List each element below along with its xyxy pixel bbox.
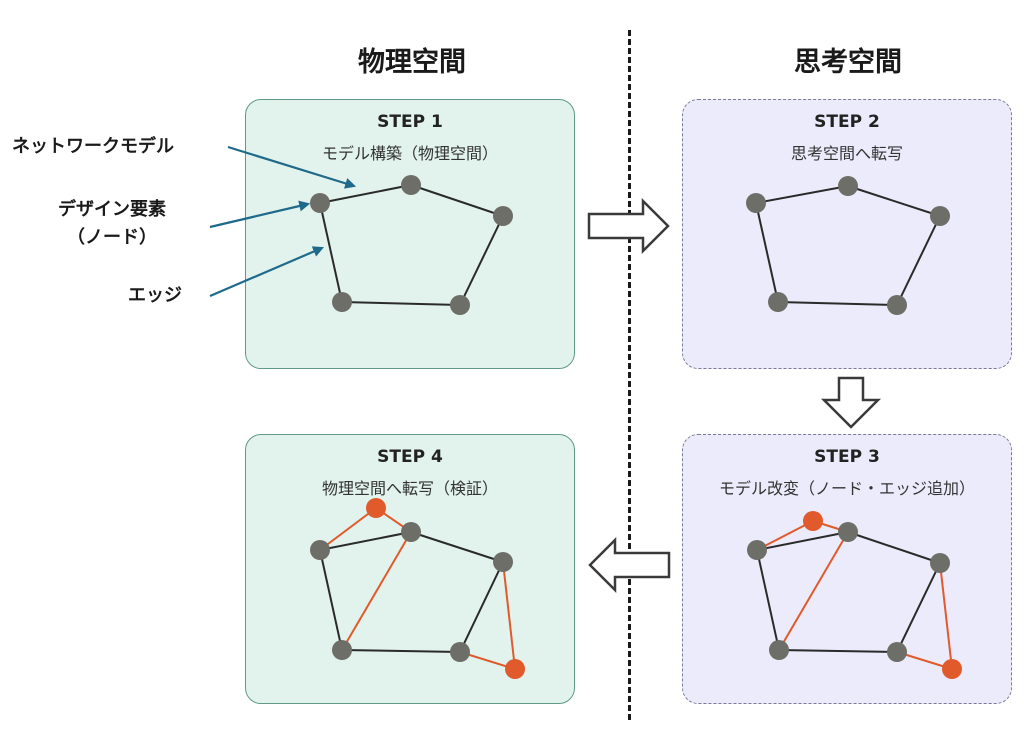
- step4-added-edge-A-F: [319, 507, 377, 551]
- step1-node-E: [450, 295, 470, 315]
- step3-node-B: [838, 522, 858, 542]
- step2-edge-A-B: [755, 185, 849, 204]
- step2-panel: STEP 2 思考空間へ転写: [682, 99, 1012, 369]
- step3-panel: STEP 3 モデル改変（ノード・エッジ追加）: [682, 434, 1012, 704]
- step4-edge-C-E: [459, 561, 504, 653]
- step4-edge-D-A: [319, 549, 343, 651]
- step3-edge-C-E: [896, 562, 941, 653]
- step4-node-C: [493, 552, 513, 572]
- step1-node-C: [493, 206, 513, 226]
- step4-panel: STEP 4 物理空間へ転写（検証）: [245, 434, 575, 704]
- step3-added-edge-B-D: [778, 531, 849, 651]
- callout-arrow-node: [209, 200, 311, 229]
- step1-title: STEP 1: [377, 112, 443, 132]
- step4-added-node-F: [366, 498, 386, 518]
- step1-edge-A-B: [319, 184, 412, 204]
- step3-description: モデル改変（ノード・エッジ追加）: [718, 479, 975, 498]
- step1-panel: STEP 1 モデル構築（物理空間）: [245, 99, 575, 369]
- step4-added-node-G: [505, 659, 525, 679]
- step3-added-node-G: [942, 659, 962, 679]
- step4-node-A: [310, 540, 330, 560]
- callout-network-model: ネットワークモデル: [12, 136, 174, 157]
- step3-node-E: [887, 642, 907, 662]
- step3-edge-E-D: [778, 649, 898, 653]
- callout-design-element-line1: デザイン要素: [58, 199, 166, 220]
- step4-edge-A-B: [319, 531, 412, 551]
- step4-edge-B-C: [410, 531, 504, 563]
- flow-arrow-down-icon: [820, 376, 882, 429]
- step3-node-A: [747, 540, 767, 560]
- step1-node-A: [310, 193, 330, 213]
- step3-edge-D-A: [756, 549, 780, 651]
- step2-description: 思考空間へ転写: [790, 144, 903, 163]
- step2-node-C: [930, 206, 950, 226]
- step2-title: STEP 2: [814, 112, 880, 132]
- step3-added-edge-A-F: [756, 520, 814, 551]
- step4-node-D: [332, 640, 352, 660]
- step2-node-A: [746, 193, 766, 213]
- step2-edge-E-D: [777, 301, 898, 306]
- callout-design-element: デザイン要素 （ノード）: [58, 196, 166, 252]
- flow-arrow-left-icon: [588, 536, 671, 594]
- step4-node-B: [401, 522, 421, 542]
- step4-title: STEP 4: [377, 447, 443, 467]
- step1-node-D: [332, 292, 352, 312]
- step3-node-C: [930, 553, 950, 573]
- callout-design-element-line2: （ノード）: [67, 227, 157, 248]
- step1-edge-E-D: [341, 301, 461, 306]
- step1-edge-D-A: [319, 202, 343, 303]
- step3-added-node-F: [803, 511, 823, 531]
- callout-edge: エッジ: [128, 285, 182, 306]
- step2-edge-B-C: [847, 185, 941, 217]
- callout-arrow-edge: [209, 246, 325, 298]
- step3-node-D: [769, 640, 789, 660]
- step4-edge-E-D: [341, 649, 461, 653]
- step1-node-B: [401, 175, 421, 195]
- heading-thought-space: 思考空間: [794, 47, 902, 78]
- step4-added-edge-B-D: [341, 531, 412, 651]
- space-divider: [628, 30, 631, 720]
- step1-edge-B-C: [410, 184, 504, 217]
- callout-arrow-network-model: [227, 145, 357, 189]
- step2-node-B: [838, 176, 858, 196]
- step2-node-E: [887, 295, 907, 315]
- step3-edge-B-C: [847, 531, 941, 564]
- step3-added-edge-C-G: [939, 562, 953, 670]
- step4-node-E: [450, 642, 470, 662]
- step4-added-edge-C-G: [502, 561, 516, 670]
- heading-physical-space: 物理空間: [358, 47, 466, 78]
- step3-edge-A-B: [756, 531, 849, 551]
- step1-edge-C-E: [459, 215, 504, 306]
- step2-node-D: [768, 292, 788, 312]
- step2-edge-C-E: [896, 215, 941, 306]
- step4-description: 物理空間へ転写（検証）: [321, 479, 498, 498]
- step3-title: STEP 3: [814, 447, 880, 467]
- step1-description: モデル構築（物理空間）: [321, 144, 498, 163]
- flow-arrow-right-icon: [587, 197, 670, 255]
- step2-edge-D-A: [755, 202, 779, 303]
